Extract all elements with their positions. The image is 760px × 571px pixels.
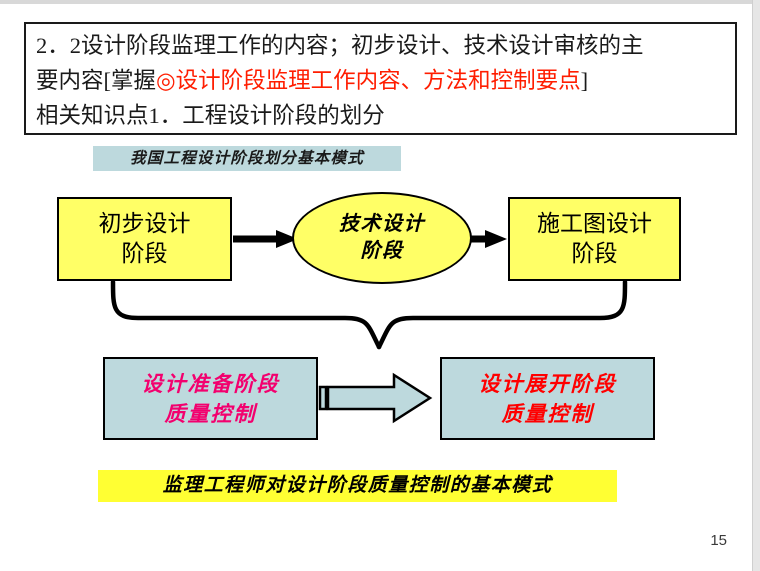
page-frame-right-rule bbox=[752, 0, 753, 571]
stage-label-line2: 阶段 bbox=[360, 240, 404, 262]
stage-box-preliminary-design: 初步设计 阶段 bbox=[57, 197, 232, 281]
title-line-3: 相关知识点1．工程设计阶段的划分 bbox=[36, 103, 385, 128]
stage-label-line1: 初步设计 bbox=[98, 211, 191, 236]
diagram-connectors bbox=[110, 230, 628, 424]
title-line-1: 2．2设计阶段监理工作的内容；初步设计、技术设计审核的主 bbox=[36, 33, 644, 58]
page-frame-top-edge bbox=[0, 0, 760, 4]
brace-connector bbox=[110, 279, 628, 350]
qc-label-line2: 质量控制 bbox=[501, 401, 594, 426]
qc-label-line1: 设计准备阶段 bbox=[141, 371, 280, 396]
title-text-box: 2．2设计阶段监理工作的内容；初步设计、技术设计审核的主 要内容[掌握◎设计阶段… bbox=[24, 22, 737, 135]
arrow-technical-to-construction bbox=[468, 230, 507, 248]
stage-box-construction-drawing-design: 施工图设计 阶段 bbox=[508, 197, 681, 281]
page-number: 15 bbox=[710, 532, 727, 549]
diagram-header-banner: 我国工程设计阶段划分基本模式 bbox=[93, 146, 401, 171]
stage-label-line1: 技术设计 bbox=[339, 213, 425, 235]
qc-box-design-development: 设计展开阶段 质量控制 bbox=[440, 357, 655, 440]
page-frame-right-edge bbox=[753, 0, 760, 571]
design-stage-diagram: 我国工程设计阶段划分基本模式 初步设计 阶段 技术设计 阶段 施工图设计 阶段 … bbox=[0, 135, 760, 535]
title-line-2-highlight: ◎设计阶段监理工作内容、方法和控制要点 bbox=[156, 68, 581, 93]
title-line-2-prefix: 要内容[掌握 bbox=[36, 68, 156, 93]
qc-label-line1: 设计展开阶段 bbox=[478, 371, 617, 396]
qc-box-design-preparation: 设计准备阶段 质量控制 bbox=[103, 357, 318, 440]
stage-label-line2: 阶段 bbox=[121, 241, 168, 266]
diagram-bottom-banner: 监理工程师对设计阶段质量控制的基本模式 bbox=[98, 470, 617, 502]
title-line-2-suffix: ] bbox=[580, 68, 589, 93]
stage-oval-technical-design: 技术设计 阶段 bbox=[292, 192, 472, 284]
qc-label-line2: 质量控制 bbox=[164, 401, 257, 426]
title-line-2: 要内容[掌握◎设计阶段监理工作内容、方法和控制要点] bbox=[36, 63, 725, 98]
block-arrow-prepare-to-develop bbox=[318, 372, 433, 424]
stage-label-line1: 施工图设计 bbox=[537, 211, 652, 236]
stage-label-line2: 阶段 bbox=[571, 241, 618, 266]
arrow-prelim-to-technical bbox=[233, 230, 298, 248]
